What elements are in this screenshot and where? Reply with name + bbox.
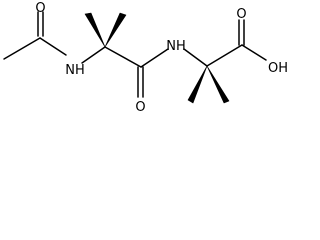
atom-label-acetyl-oxygen: O — [35, 1, 45, 16]
wedge-c1-methyl-right — [104, 12, 127, 48]
wedge-c2-methyl-right — [206, 65, 230, 104]
atom-label-acid-hydroxyl: OH — [268, 61, 288, 76]
wedge-c1-methyl-left — [84, 12, 106, 48]
bond-c1-to-amide-carbonyl — [104, 46, 142, 68]
wedge-c2-methyl-left — [187, 65, 208, 104]
bond-nh-to-quaternary-c1 — [81, 46, 106, 64]
bond-acetyl-methyl — [3, 37, 41, 60]
bond-amide-carbonyl-to-nh — [140, 48, 169, 68]
bond-acetyl-to-nh — [39, 37, 67, 56]
atom-label-acetamido-nh: N­H — [65, 63, 85, 78]
chemical-structure: O N­H NH O O OH — [3, 1, 288, 115]
bond-acid-to-oh — [241, 44, 267, 61]
atom-label-amide-nh: NH — [166, 39, 186, 54]
bond-c2-to-acid-carbon — [206, 44, 243, 67]
atom-label-amide-oxygen: O — [135, 100, 145, 115]
atom-label-acid-carbonyl-oxygen: O — [236, 7, 246, 22]
bond-nh-to-quaternary-c2 — [183, 48, 208, 67]
